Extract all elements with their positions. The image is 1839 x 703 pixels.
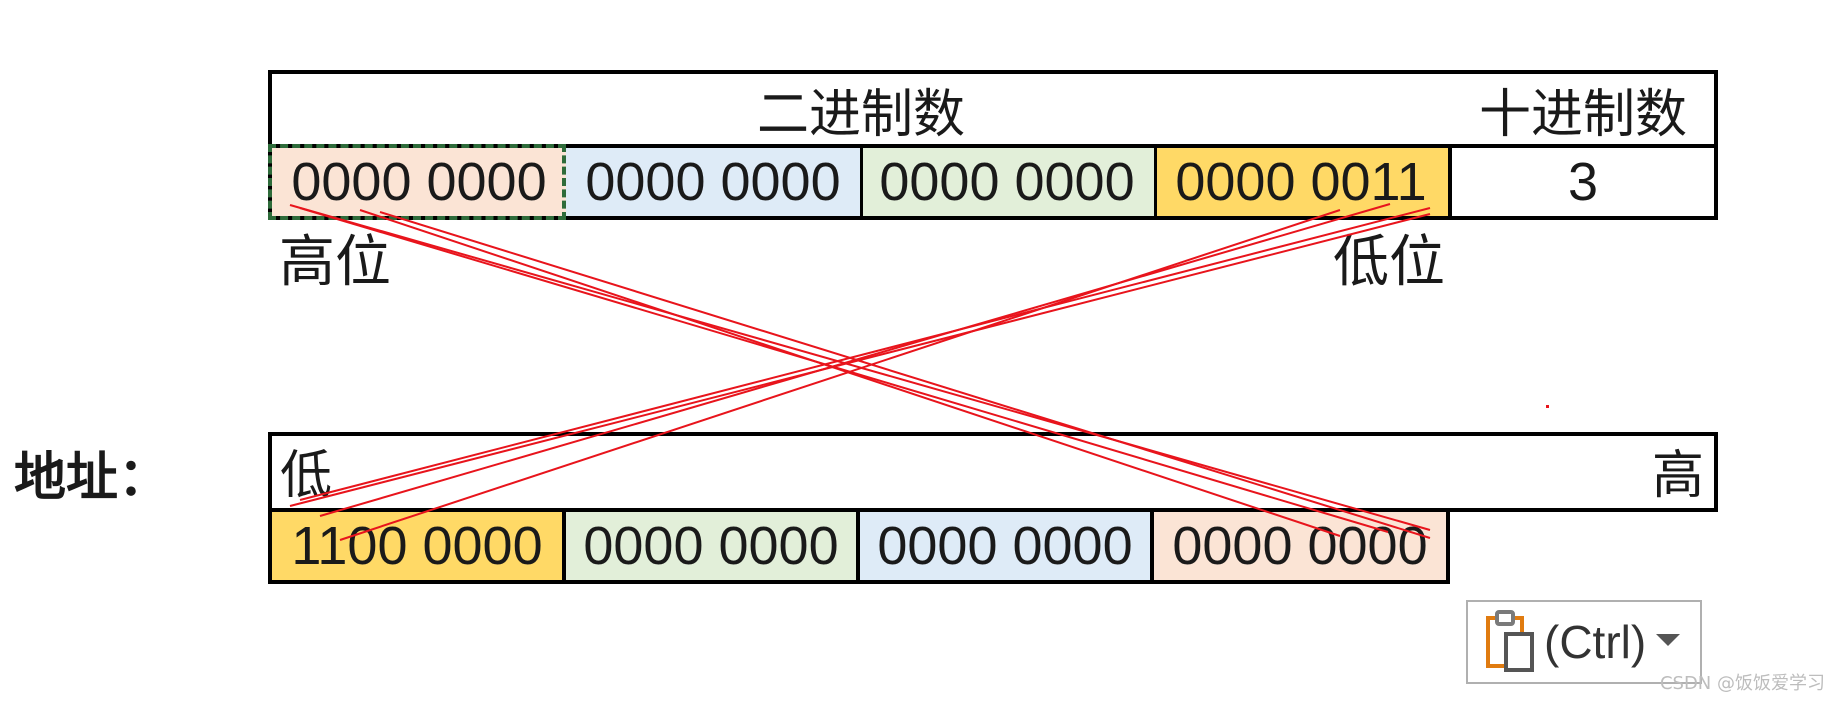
- address-header-row: [268, 432, 1718, 512]
- memory-byte-3: 0000 0000: [860, 512, 1150, 580]
- caret-down-icon[interactable]: [1656, 633, 1681, 652]
- paste-options-label: (Ctrl): [1544, 616, 1647, 668]
- clipboard-icon: [1482, 608, 1540, 676]
- memory-byte-1: 1100 0000: [272, 512, 562, 580]
- address-label: 地址：: [14, 448, 171, 508]
- binary-header: 二进制数: [756, 84, 965, 145]
- binary-decimal-divider: [1448, 144, 1452, 220]
- address-high-label: 高: [1652, 446, 1705, 506]
- top-byte-4: 0000 0011: [1154, 148, 1448, 216]
- low-bit-label: 低位: [1333, 230, 1445, 295]
- top-byte-2: 0000 0000: [566, 148, 860, 216]
- top-byte-3: 0000 0000: [860, 148, 1154, 216]
- top-divider-1: [860, 144, 863, 220]
- memory-byte-4: 0000 0000: [1154, 512, 1446, 580]
- top-divider-2: [1154, 144, 1157, 220]
- selected-cell-dashed-border[interactable]: [268, 144, 566, 220]
- stray-dot: [1546, 405, 1549, 408]
- watermark: CSDN @饭饭爱学习: [1659, 673, 1825, 694]
- bottom-divider-2: [856, 508, 860, 584]
- bottom-divider-3: [1150, 508, 1154, 584]
- high-bit-label: 高位: [279, 230, 391, 295]
- decimal-header: 十进制数: [1478, 84, 1687, 145]
- bottom-divider-1: [562, 508, 566, 584]
- memory-byte-2: 0000 0000: [566, 512, 856, 580]
- decimal-value: 3: [1567, 152, 1599, 212]
- binary-table-header-divider: [268, 144, 1718, 148]
- address-low-label: 低: [280, 446, 333, 506]
- paste-options-button[interactable]: (Ctrl): [1466, 600, 1702, 684]
